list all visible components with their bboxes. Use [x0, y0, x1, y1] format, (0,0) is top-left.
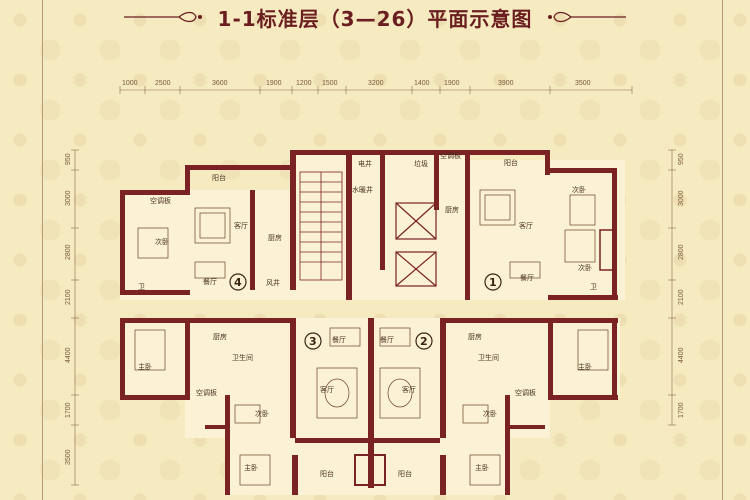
ac-label: 空调板 [196, 388, 217, 397]
left-dim-label: 3000 [65, 190, 72, 206]
toilet-label: 卫 [590, 283, 597, 291]
left-dimension-line [71, 149, 79, 486]
top-dim-label: 1900 [266, 80, 282, 87]
left-dim-label: 2100 [65, 289, 72, 305]
top-dim-label: 1500 [322, 80, 338, 87]
living-label: 客厅 [519, 221, 533, 230]
top-dimension-labels: 1000 2500 3600 1900 1200 1500 3200 1400 … [122, 80, 591, 87]
ac-label: 空调板 [440, 151, 461, 160]
dining-label: 餐厅 [332, 335, 346, 344]
furniture [134, 189, 609, 486]
unit-marker-4 [229, 273, 247, 291]
frame-left-line [42, 0, 43, 500]
elec-well-label: 电井 [358, 159, 372, 168]
left-dim-label: 1700 [65, 402, 72, 418]
right-dim-label: 2100 [678, 289, 685, 305]
ac-label: 空调板 [150, 196, 171, 205]
top-dim-label: 3600 [212, 80, 228, 87]
master-bedroom-label: 主卧 [244, 463, 258, 472]
dining-label: 餐厅 [203, 277, 217, 286]
core-rooms: 电井 水暖井 垃圾 [352, 159, 428, 194]
right-dim-label: 3000 [678, 190, 685, 206]
top-dim-label: 2500 [155, 80, 171, 87]
left-dimension-labels: 950 3000 2800 2100 4400 1700 3500 [65, 153, 72, 465]
top-dim-label: 3900 [498, 80, 514, 87]
left-dim-label: 950 [65, 153, 72, 165]
balcony-label: 阳台 [320, 469, 334, 478]
kitchen-label: 厨房 [468, 332, 482, 341]
bedroom2-label: 次卧 [155, 237, 169, 246]
balcony-label: 阳台 [504, 158, 518, 167]
frame-right-line [722, 0, 723, 500]
stair-core [299, 171, 343, 281]
right-dimension-line [668, 149, 676, 426]
top-dim-label: 1400 [414, 80, 430, 87]
master-bedroom-label: 主卧 [578, 362, 592, 371]
master-bedroom-label: 主卧 [138, 362, 152, 371]
unit-marker-2 [415, 332, 433, 350]
left-dim-label: 3500 [65, 449, 72, 465]
master-bedroom-label: 主卧 [475, 463, 489, 472]
right-dim-label: 2800 [678, 244, 685, 260]
top-dim-label: 3200 [368, 80, 384, 87]
dining-label: 餐厅 [380, 335, 394, 344]
dining-label: 餐厅 [520, 273, 534, 282]
title-bar: 1-1标准层（3—26）平面示意图 [0, 0, 750, 34]
top-dim-label: 1200 [296, 80, 312, 87]
page-title: 1-1标准层（3—26）平面示意图 [217, 6, 533, 31]
top-dim-label: 1900 [444, 80, 460, 87]
unit-number: 3 [309, 335, 317, 348]
living-label: 客厅 [320, 385, 334, 394]
left-flourish-icon [123, 11, 202, 23]
bedroom2-label: 次卧 [255, 409, 269, 418]
floor-fill [120, 150, 625, 495]
wind-well-label: 风井 [266, 278, 280, 287]
balcony-label: 阳台 [398, 469, 412, 478]
unit-marker-3 [304, 332, 322, 350]
bedroom2-label: 次卧 [483, 409, 497, 418]
room-labels: 阳台 阳台 阳台 阳台 空调板 空调板 空调板 空调板 次卧 次卧 次卧 次卧 … [138, 151, 597, 478]
bedroom2-label: 次卧 [578, 263, 592, 272]
elevator-shafts [395, 202, 437, 287]
toilet-label: 卫 [138, 283, 145, 291]
living-label: 客厅 [402, 385, 416, 394]
trash-label: 垃圾 [414, 159, 428, 168]
right-dim-label: 950 [678, 153, 685, 165]
kitchen-label: 厨房 [268, 233, 282, 242]
bath-label: 卫生间 [232, 353, 253, 362]
walls [120, 150, 618, 495]
left-dim-label: 4400 [65, 347, 72, 363]
unit-marker-1 [484, 273, 502, 291]
top-dimension-line [119, 86, 633, 94]
right-flourish-icon [548, 11, 627, 23]
top-dim-label: 3500 [575, 80, 591, 87]
balcony-label: 阳台 [212, 173, 226, 182]
right-dim-label: 1700 [678, 402, 685, 418]
water-well-label: 水暖井 [352, 185, 373, 194]
unit-number: 2 [420, 335, 428, 348]
living-label: 客厅 [234, 221, 248, 230]
right-dimension-labels: 950 3000 2800 2100 4400 1700 [678, 153, 685, 418]
top-dim-label: 1000 [122, 80, 138, 87]
kitchen-label: 厨房 [445, 205, 459, 214]
bath-label: 卫生间 [478, 353, 499, 362]
left-dim-label: 2800 [65, 244, 72, 260]
bedroom2-label: 次卧 [572, 185, 586, 194]
unit-number: 4 [234, 276, 242, 289]
right-dim-label: 4400 [678, 347, 685, 363]
unit-markers: 4 1 3 2 [229, 273, 502, 350]
ac-label: 空调板 [515, 388, 536, 397]
unit-number: 1 [489, 276, 497, 289]
kitchen-label: 厨房 [213, 332, 227, 341]
